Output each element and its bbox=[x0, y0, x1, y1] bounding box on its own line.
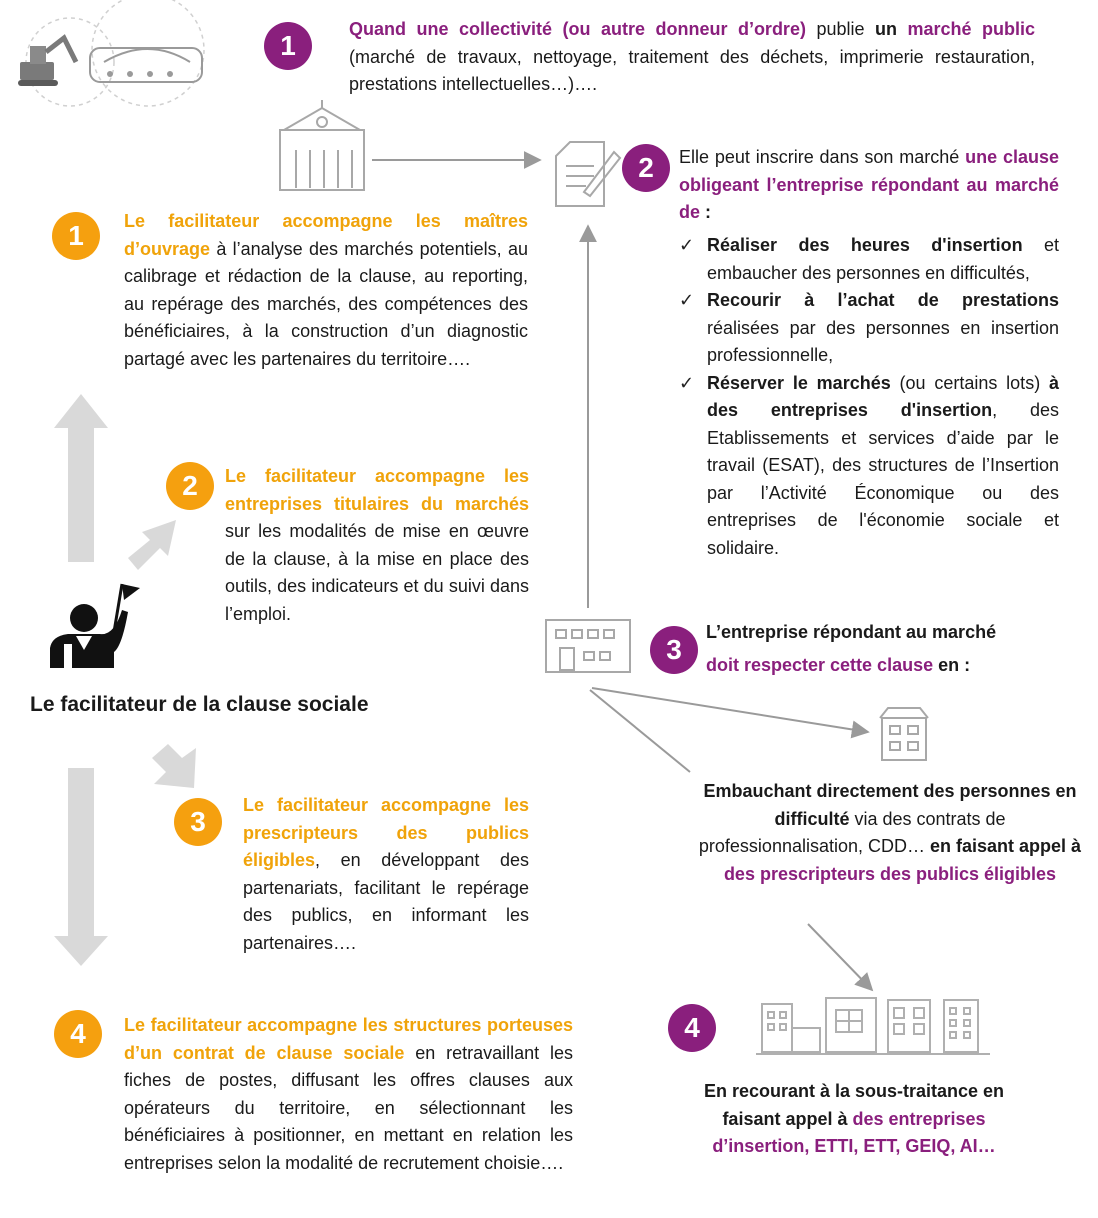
facilitator4-badge: 4 bbox=[54, 1010, 102, 1058]
construction-machinery-icon bbox=[18, 0, 205, 107]
contract-signing-icon bbox=[555, 141, 622, 207]
checklist-item: Recourir à l’achat de prestations réalis… bbox=[679, 287, 1059, 370]
small-building-icon bbox=[879, 707, 929, 761]
step4-badge: 4 bbox=[668, 1004, 716, 1052]
step2-checklist: Réaliser des heures d'insertion et embau… bbox=[679, 232, 1059, 562]
facilitator4-text: Le facilitateur accompagne les structure… bbox=[124, 1015, 573, 1173]
facilitator-with-flag-icon bbox=[50, 583, 140, 668]
facilitator-title: Le facilitateur de la clause sociale bbox=[30, 693, 369, 716]
checklist-item: Réserver le marchés (ou certains lots) à… bbox=[679, 370, 1059, 563]
city-hall-icon bbox=[279, 100, 365, 191]
step3-text: L’entreprise répondant au marché doit re… bbox=[706, 622, 997, 675]
company-building-icon bbox=[545, 619, 631, 673]
facilitator3-text: Le facilitateur accompagne les prescript… bbox=[243, 795, 529, 953]
facilitator2-text: Le facilitateur accompagne les entrepris… bbox=[225, 466, 529, 624]
facilitator1-text: Le facilitateur accompagne les maîtres d… bbox=[124, 211, 528, 369]
step2-intro: Elle peut inscrire dans son marché une c… bbox=[679, 147, 1059, 222]
facilitator2-badge: 2 bbox=[166, 462, 214, 510]
step4-text: En recourant à la sous-traitance en fais… bbox=[703, 1081, 1005, 1156]
facilitator3-badge: 3 bbox=[174, 798, 222, 846]
step1-text: Quand une collectivité (ou autre donneur… bbox=[349, 19, 1035, 94]
grey-flow-arrows bbox=[54, 394, 196, 966]
step3-hire-text: Embauchant directement des personnes en … bbox=[698, 781, 1082, 884]
buildings-group-icon bbox=[756, 997, 990, 1055]
checklist-item: Réaliser des heures d'insertion et embau… bbox=[679, 232, 1059, 287]
step1-badge: 1 bbox=[264, 22, 312, 70]
step3-badge: 3 bbox=[650, 626, 698, 674]
facilitator1-badge: 1 bbox=[52, 212, 100, 260]
step2-badge: 2 bbox=[622, 144, 670, 192]
